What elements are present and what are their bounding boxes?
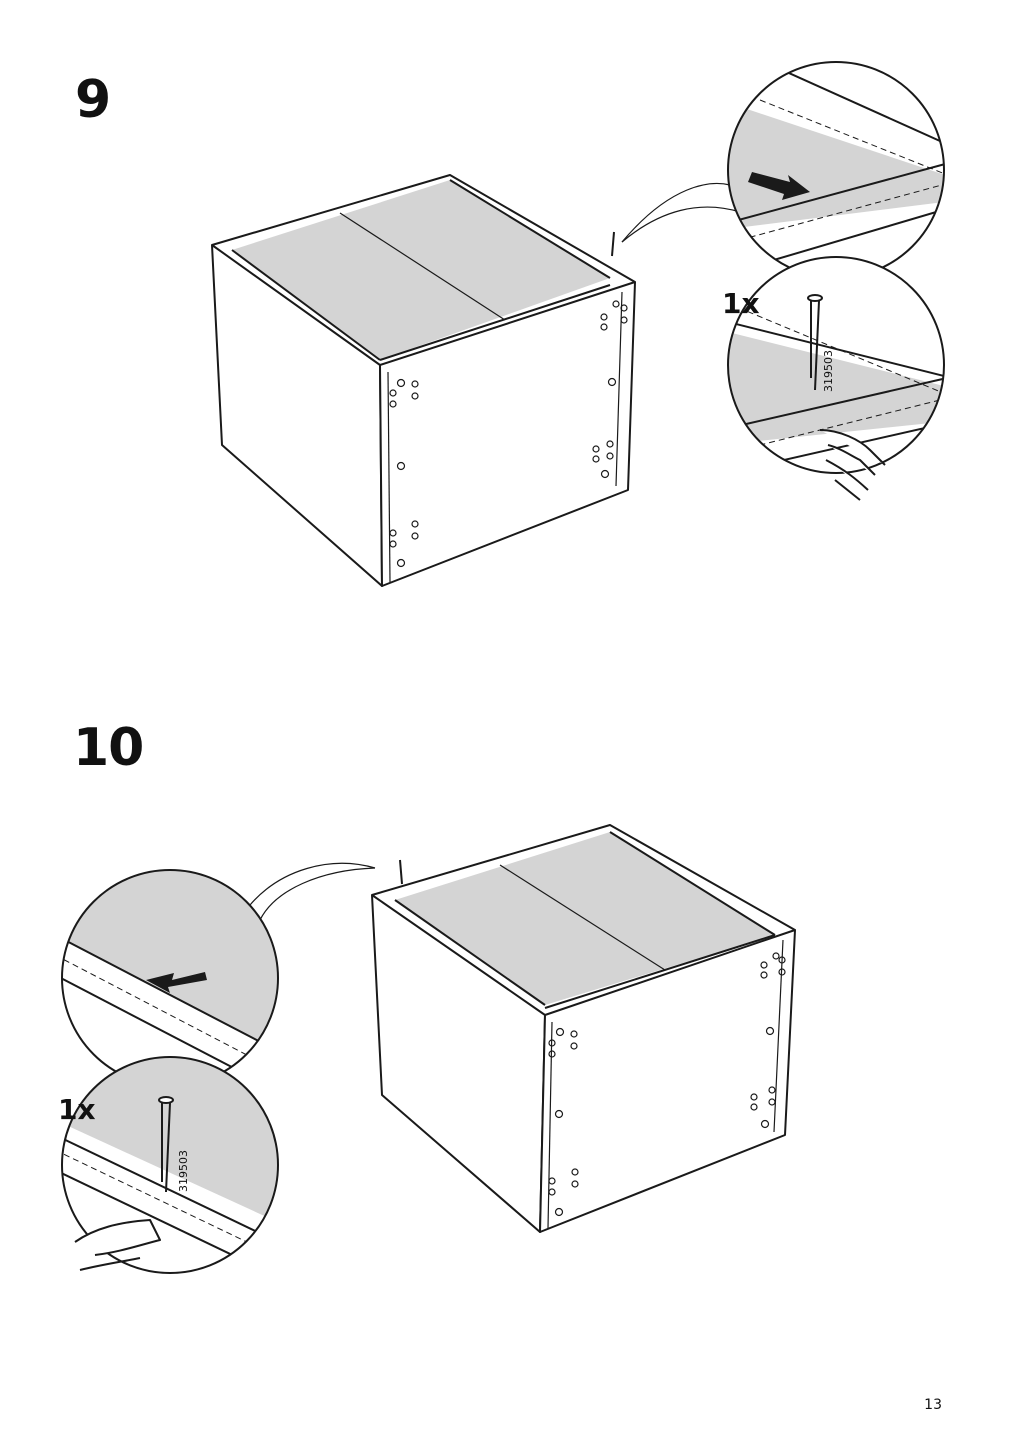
nail-icon [611, 231, 615, 257]
page-number: 13 [924, 1397, 942, 1413]
arrow-icon [146, 972, 207, 993]
step-10-quantity: 1x [58, 1093, 96, 1126]
step-10-zoom-bottom [61, 1056, 279, 1274]
step-9-zoom-bottom [727, 256, 945, 501]
arrow-icon [748, 172, 810, 200]
step-10-zoom-top [61, 869, 279, 1087]
step-9-cabinet [211, 174, 741, 587]
hand-press-icon [74, 1219, 161, 1271]
hand-press-icon [819, 429, 886, 501]
step-9-quantity: 1x [722, 287, 760, 320]
step-10-cabinet [249, 824, 796, 1233]
step-9-zoom-top [727, 61, 945, 279]
step-9-number: 9 [75, 70, 111, 130]
nail-icon [807, 294, 823, 302]
step-10-number: 10 [73, 718, 144, 778]
step-10-part-number: 319503 [177, 1150, 190, 1192]
step-9-part-number: 319503 [822, 350, 835, 392]
nail-icon [158, 1096, 174, 1104]
nail-icon [399, 859, 403, 885]
